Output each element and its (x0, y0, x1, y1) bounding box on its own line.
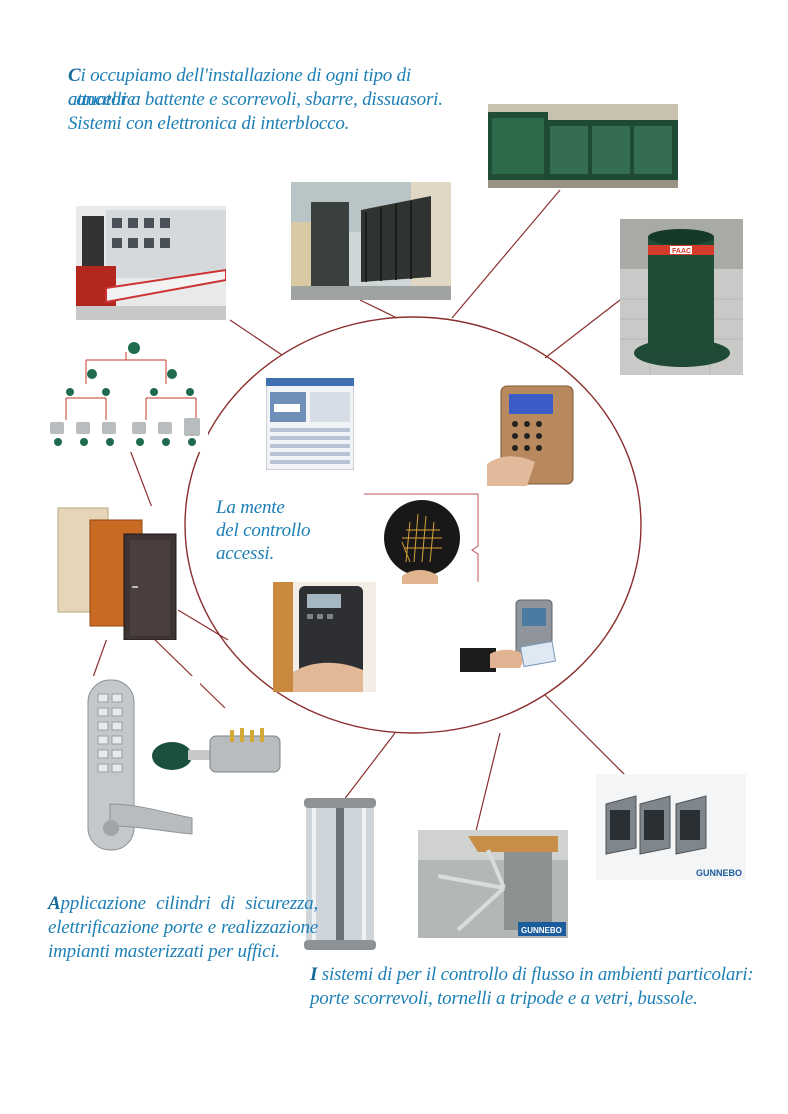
cylinder-key-photo (150, 716, 284, 788)
keypad-terminal-photo (487, 384, 577, 486)
hand-reader-photo (273, 582, 376, 692)
biometric-hand-image (362, 492, 480, 584)
revolving-door-photo (300, 798, 380, 950)
center-caption: La mente del controllo accessi. (216, 496, 311, 565)
connector-line (544, 299, 621, 359)
intro-line-1: Ci occupiamo dell'installazione di ogni … (68, 65, 411, 110)
connector-line (359, 299, 398, 319)
sliding-gate-photo (488, 104, 678, 188)
bollard-photo: FAAC (620, 219, 743, 375)
flow-line-2: porte scorrevoli, tornelli a tripode e a… (310, 988, 698, 1009)
intro-line-2: cancelli a battente e scorrevoli, sbarre… (68, 89, 443, 110)
connector-line (544, 694, 639, 789)
tripod-turnstile-photo: GUNNEBO (418, 830, 568, 938)
master-key-diagram (44, 338, 208, 452)
connector-line (149, 634, 226, 709)
flow-control-text: I sistemi di per il controllo di flusso … (310, 963, 780, 1011)
center-caption-line-2: del controllo (216, 520, 311, 541)
swing-gate-photo (291, 182, 451, 300)
center-caption-line-3: accessi. (216, 543, 275, 564)
bollard-brand: FAAC (672, 248, 691, 255)
cylinders-text: Applicazione cilindri di sicurezza, elet… (48, 893, 318, 962)
connector-line (474, 732, 501, 836)
digital-lock-photo (80, 676, 200, 858)
connector-line (229, 319, 283, 356)
gunnebo-logo-2: GUNNEBO (696, 868, 742, 878)
intro-line-3: Sistemi con elettronica di interblocco. (68, 113, 350, 134)
connector-line (339, 732, 396, 806)
center-caption-line-1: La mente (216, 497, 285, 518)
flow-line-1: I sistemi di per il controllo di flusso … (310, 964, 754, 985)
speed-gates-photo: GUNNEBO (596, 774, 746, 880)
connector-line (177, 609, 229, 641)
connector-line (451, 189, 561, 319)
card-reader-photo (460, 596, 556, 678)
gunnebo-logo-1: GUNNEBO (521, 926, 562, 935)
barrier-photo (76, 206, 226, 320)
software-screenshot (266, 378, 354, 470)
doors-photo (54, 506, 178, 640)
central-circle (184, 316, 642, 734)
